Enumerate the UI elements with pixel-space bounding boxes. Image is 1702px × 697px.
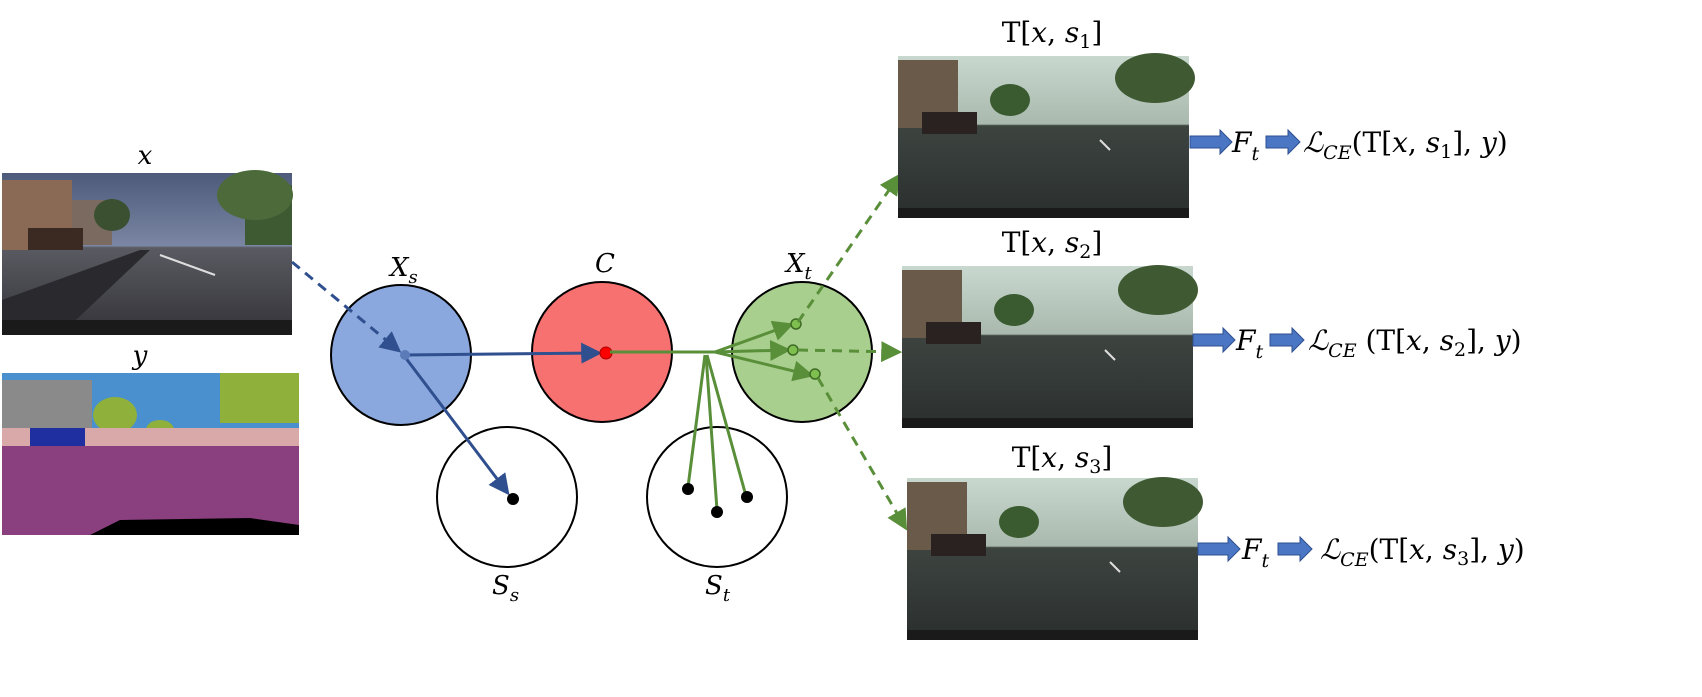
green-branch-3 xyxy=(714,350,815,382)
network-label-1: Ft xyxy=(1231,126,1259,165)
output-title-2: T[x, s2] xyxy=(1002,226,1103,263)
source-style-point xyxy=(507,493,519,505)
block-arrow-1a xyxy=(1189,128,1233,156)
network-label-3: Ft xyxy=(1241,533,1269,572)
target-point-2 xyxy=(787,344,799,356)
target-style-point-2 xyxy=(711,506,723,518)
block-arrow-2a xyxy=(1192,326,1236,354)
arrow-source-to-style xyxy=(403,356,510,496)
output-image-3 xyxy=(907,477,1203,640)
dashed-arrow-output-3 xyxy=(816,377,908,531)
output-title-1: T[x, s1] xyxy=(1002,16,1103,53)
loss-label-3: ℒCE(T[x, s3], y) xyxy=(1320,533,1525,571)
loss-label-1: ℒCE(T[x, s1], y) xyxy=(1303,126,1508,164)
label-source-style: Xs xyxy=(388,253,418,288)
label-content: C xyxy=(595,249,615,279)
green-style-line-3 xyxy=(705,354,748,497)
network-label-2: Ft xyxy=(1235,324,1263,363)
green-branch-2 xyxy=(714,339,792,361)
block-arrow-2b xyxy=(1269,326,1305,354)
source-point xyxy=(400,350,410,360)
loss-label-2: ℒCE (T[x, s2], y) xyxy=(1308,324,1522,362)
input-image-x xyxy=(2,170,293,335)
label-target-set: St xyxy=(705,571,731,606)
target-style-point-1 xyxy=(682,483,694,495)
target-style-point-3 xyxy=(741,491,753,503)
label-y: y xyxy=(132,341,148,371)
dashed-arrow-x-to-source xyxy=(291,260,402,353)
green-style-line-2 xyxy=(704,354,719,511)
label-source-set: Ss xyxy=(492,571,519,606)
block-arrow-3b xyxy=(1277,535,1313,563)
green-branch-1 xyxy=(714,320,794,354)
green-style-line-1 xyxy=(686,354,707,488)
output-title-3: T[x, s3] xyxy=(1012,441,1113,478)
block-arrow-1b xyxy=(1265,128,1301,156)
source-set-circle xyxy=(436,426,578,568)
output-image-1 xyxy=(898,53,1195,218)
block-arrow-3a xyxy=(1197,535,1241,563)
target-point-3 xyxy=(809,368,821,380)
output-image-2 xyxy=(902,265,1198,428)
label-target-style: Xt xyxy=(784,249,813,284)
label-x: x xyxy=(138,141,153,171)
segmentation-image-y xyxy=(2,373,299,535)
arrow-source-to-content xyxy=(404,342,603,364)
dashed-arrow-output-1 xyxy=(796,173,901,323)
